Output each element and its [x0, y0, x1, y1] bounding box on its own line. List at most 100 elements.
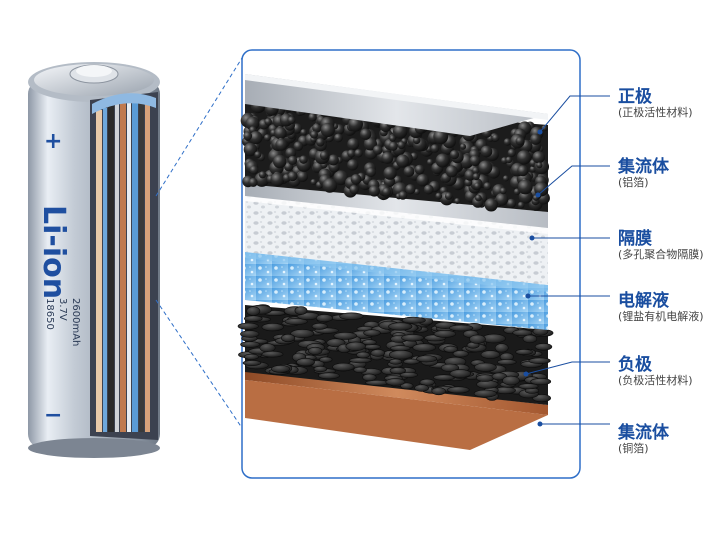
- cathode-particle: [249, 131, 263, 145]
- cathode-particle: [472, 167, 480, 175]
- cathode-particle: [405, 184, 416, 195]
- cathode-particle: [414, 164, 425, 175]
- label-anode-title: 负极: [618, 355, 652, 375]
- cathode-particle: [396, 154, 410, 168]
- label-cu-collector-note: (铜箔): [618, 442, 649, 455]
- anode-flake: [237, 322, 259, 330]
- cathode-particle: [310, 130, 318, 139]
- cathode-particle: [435, 153, 450, 168]
- anode-flake: [416, 355, 438, 363]
- cathode-particle: [403, 166, 415, 177]
- anode-flake: [534, 343, 553, 351]
- cathode-particle: [349, 184, 359, 195]
- cathode-particle: [503, 138, 512, 146]
- anode-flake: [494, 343, 509, 353]
- cathode-particle: [381, 151, 394, 164]
- cathode-particle: [473, 182, 481, 190]
- cathode-particle: [480, 145, 493, 158]
- cathode-particle: [475, 194, 482, 202]
- anode-flake: [419, 378, 435, 386]
- cathode-particle: [454, 198, 461, 204]
- anode-flake: [414, 384, 429, 392]
- cathode-particle: [389, 135, 396, 142]
- anode-flake: [431, 387, 446, 396]
- cathode-particle: [300, 129, 307, 136]
- cathode-particle: [299, 155, 308, 164]
- cathode-particle: [426, 158, 434, 166]
- anode-flake: [532, 394, 552, 403]
- anode-flake: [244, 315, 263, 322]
- callout-dot-al: [535, 192, 541, 198]
- battery-brand-label: Li-ion: [36, 205, 71, 299]
- cathode-particle: [273, 154, 287, 169]
- anode-flake: [496, 359, 517, 366]
- cathode-particle: [347, 159, 359, 171]
- anode-flake: [403, 358, 420, 365]
- cathode-particle: [515, 136, 525, 146]
- cathode-particle: [469, 155, 481, 166]
- cathode-particle: [444, 192, 453, 200]
- anode-flake: [370, 349, 386, 357]
- anode-flake: [294, 306, 308, 315]
- cathode-particle: [327, 154, 339, 166]
- cathode-particle: [506, 198, 516, 209]
- anode-flake: [363, 329, 381, 337]
- anode-flake: [502, 375, 520, 386]
- cathode-particle: [293, 141, 304, 151]
- cathode-particle: [483, 182, 492, 191]
- cathode-particle: [478, 160, 493, 175]
- cathode-particle: [516, 150, 532, 165]
- anode-flake: [474, 362, 497, 372]
- cathode-particle: [316, 138, 325, 147]
- anode-flake: [449, 369, 471, 378]
- zoom-connector-lines: [155, 57, 243, 429]
- label-electrolyte-note: (锂盐有机电解液): [618, 310, 704, 323]
- label-separator-note: (多孔聚合物隔膜): [618, 248, 704, 261]
- anode-flake: [473, 389, 497, 398]
- cathode-particle: [505, 156, 513, 164]
- cathode-particle: [449, 150, 460, 160]
- anode-flake: [452, 350, 469, 358]
- callout-lines: [525, 95, 610, 425]
- cathode-particle: [263, 134, 271, 142]
- anode-flake: [259, 343, 276, 353]
- anode-flake: [349, 357, 372, 364]
- anode-flake: [261, 323, 284, 332]
- cathode-particle: [347, 138, 360, 151]
- anode-flake: [243, 353, 259, 360]
- anode-flake: [290, 329, 315, 338]
- cathode-particle: [334, 133, 343, 143]
- cathode-particle: [363, 137, 377, 151]
- battery-voltage-label: 3.7V: [57, 298, 68, 321]
- anode-flake: [476, 374, 495, 382]
- label-anode-note: (负极活性材料): [618, 374, 693, 387]
- label-cu-collector-title: 集流体: [618, 423, 669, 443]
- cathode-particle: [249, 165, 259, 175]
- electrolyte-layer: [245, 250, 548, 330]
- anode-flake: [530, 378, 552, 386]
- cathode-particle: [308, 113, 317, 122]
- anode-flake: [353, 366, 367, 373]
- cathode-particle: [243, 142, 258, 157]
- anode-flake: [443, 345, 458, 353]
- cathode-particle: [275, 138, 288, 151]
- cathode-particle: [287, 171, 298, 182]
- cathode-particle: [245, 116, 260, 131]
- cathode-particle: [297, 171, 308, 182]
- anode-flake: [433, 329, 457, 338]
- cathode-particle: [254, 151, 262, 159]
- anode-flake: [281, 333, 296, 343]
- cathode-particle: [270, 172, 285, 187]
- cathode-particle: [507, 148, 516, 158]
- cathode-particle: [530, 133, 542, 145]
- cathode-particle: [433, 129, 449, 145]
- cathode-particle: [388, 141, 398, 151]
- copper-collector-layer: [245, 370, 548, 450]
- anode-flake: [315, 314, 333, 323]
- anode-flake: [318, 372, 340, 380]
- anode-flake: [308, 346, 323, 355]
- anode-flake: [240, 341, 261, 348]
- cathode-particle: [285, 147, 297, 159]
- cathode-particle: [372, 145, 383, 155]
- callout-dot-cathode: [537, 129, 543, 135]
